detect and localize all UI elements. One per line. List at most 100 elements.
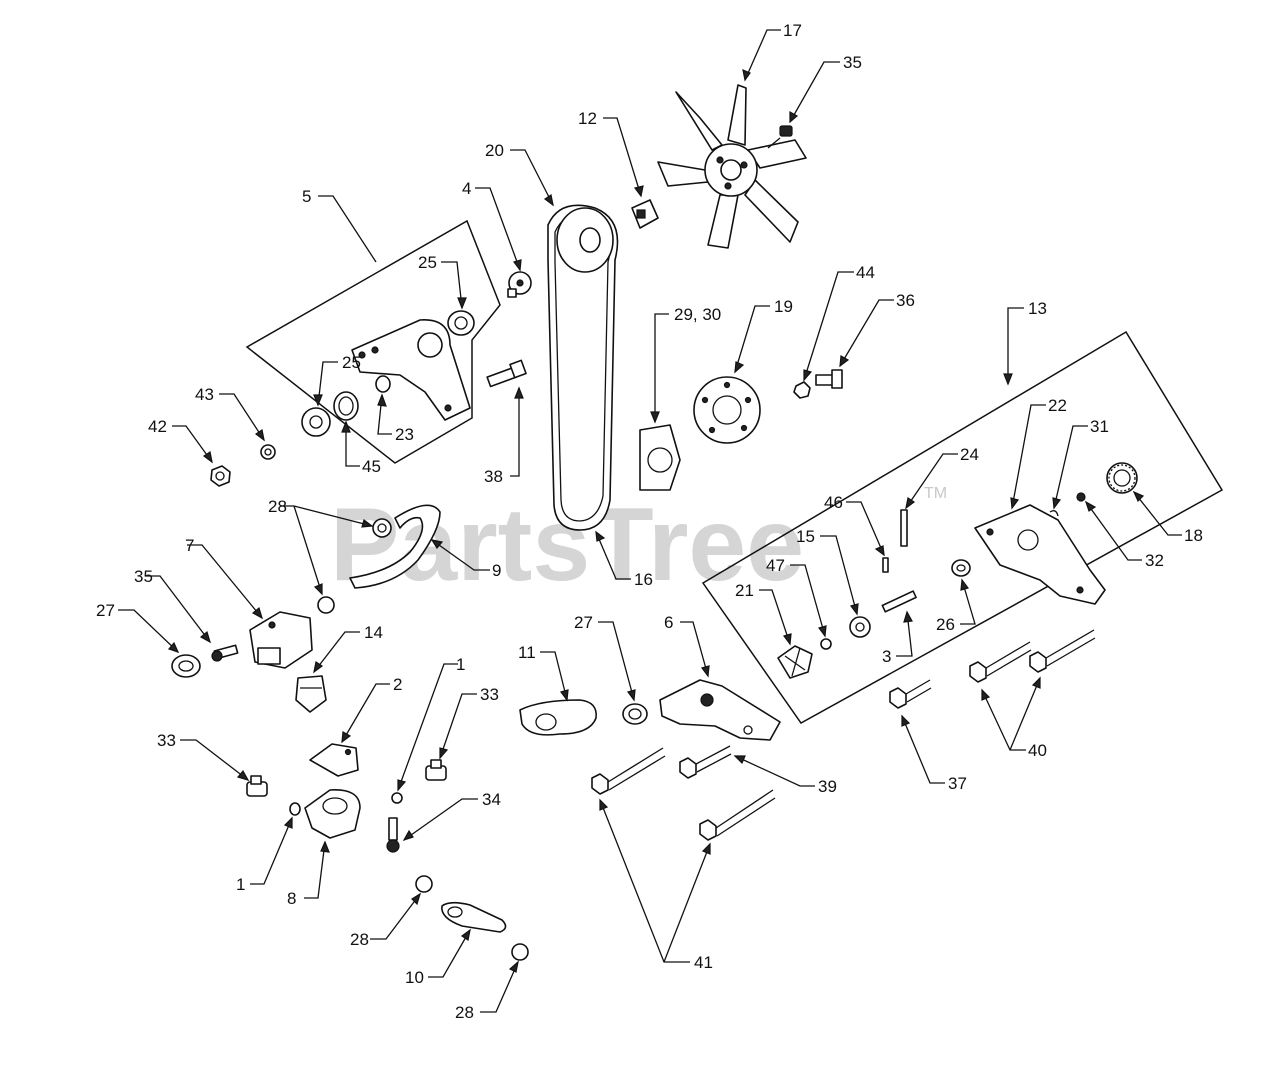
washer-1-right[interactable] [391,792,403,804]
housing-5[interactable] [351,319,471,421]
callout-32[interactable]: 32 [1145,551,1164,570]
clamp-28-upper[interactable] [372,518,392,538]
callout-15[interactable]: 15 [796,527,815,546]
callout-18[interactable]: 18 [1184,526,1203,545]
callout-21[interactable]: 21 [735,581,754,600]
callout-28-lower[interactable]: 28 [350,930,369,949]
callout-17[interactable]: 17 [783,21,802,40]
callout-28-upper[interactable]: 28 [268,497,287,516]
callout-36[interactable]: 36 [896,291,915,310]
callout-22[interactable]: 22 [1048,396,1067,415]
callout-40[interactable]: 40 [1028,741,1047,760]
pin-46[interactable] [882,557,889,573]
callout-5[interactable]: 5 [302,187,311,206]
callout-42[interactable]: 42 [148,417,167,436]
callout-47[interactable]: 47 [766,556,785,575]
callout-6[interactable]: 6 [664,613,673,632]
nut-44[interactable] [793,381,811,399]
bearing-25-upper[interactable] [447,310,475,336]
spacer-26[interactable] [951,559,971,577]
callout-27-mid[interactable]: 27 [574,613,593,632]
callout-33-left[interactable]: 33 [157,731,176,750]
callout-3[interactable]: 3 [882,647,891,666]
gear-18[interactable] [1106,462,1138,494]
callout-46[interactable]: 46 [824,493,843,512]
callout-7[interactable]: 7 [185,536,194,555]
pulley-20[interactable] [556,207,614,273]
callout-9[interactable]: 9 [492,561,501,580]
nut-42[interactable] [210,465,231,487]
bolt-35-top[interactable] [767,125,793,149]
callout-35-top[interactable]: 35 [843,53,862,72]
clamp-27-left[interactable] [171,654,201,678]
clip-12[interactable] [631,199,659,229]
housing-8[interactable] [304,789,361,839]
callout-11[interactable]: 11 [518,643,536,662]
bolt-38[interactable] [486,359,527,388]
callout-4[interactable]: 4 [462,179,471,198]
clamp-27-mid[interactable] [622,703,648,725]
callout-45[interactable]: 45 [362,457,381,476]
bolt-41-lower[interactable] [699,789,776,841]
hub-4[interactable] [507,271,532,298]
callout-19[interactable]: 19 [774,297,793,316]
callout-29-30[interactable]: 29, 30 [674,305,721,324]
callout-20[interactable]: 20 [485,141,504,160]
callout-41[interactable]: 41 [694,953,713,972]
callout-37[interactable]: 37 [948,774,967,793]
pump-body-22[interactable] [974,504,1106,605]
callout-24[interactable]: 24 [960,445,979,464]
bushing-23[interactable] [375,375,391,393]
shaft-3[interactable] [881,590,917,613]
callout-43[interactable]: 43 [195,385,214,404]
callout-12[interactable]: 12 [578,109,597,128]
hose-11[interactable] [519,699,597,736]
clip-31[interactable] [1049,510,1059,517]
callout-1-right[interactable]: 1 [456,655,465,674]
callout-33-right[interactable]: 33 [480,685,499,704]
plate-19[interactable] [693,376,761,444]
callout-14[interactable]: 14 [364,623,383,642]
fan-blade[interactable] [657,84,807,249]
valve-14[interactable] [295,675,327,713]
callout-10[interactable]: 10 [405,968,424,987]
callout-39[interactable]: 39 [818,777,837,796]
gasket-2[interactable] [309,743,359,777]
bolt-39[interactable] [679,745,732,779]
bolt-40-left[interactable] [969,641,1032,683]
hose-9[interactable] [349,504,441,589]
ball-32[interactable] [1076,492,1086,502]
callout-25-lower[interactable]: 25 [342,353,361,372]
bolt-37[interactable] [889,679,932,709]
bolt-34[interactable] [386,817,400,853]
callout-16[interactable]: 16 [634,570,653,589]
fitting-33-left[interactable] [246,775,268,797]
clamp-28-bottom[interactable] [511,943,529,961]
pump-housing-6[interactable] [659,679,781,741]
callout-35-left[interactable]: 35 [134,567,153,586]
clamp-28-mid[interactable] [317,596,335,614]
callout-23[interactable]: 23 [395,425,414,444]
bolt-36[interactable] [815,369,843,389]
bolt-35-left[interactable] [211,644,239,662]
fitting-33-right[interactable] [425,759,447,781]
bolt-41-upper[interactable] [591,747,666,795]
bearing-25-lower[interactable] [301,407,331,437]
hose-10[interactable] [441,901,507,933]
ring-45[interactable] [333,391,359,421]
callout-26[interactable]: 26 [936,615,955,634]
impeller-21[interactable] [777,645,813,679]
clamp-28-lower[interactable] [415,875,433,893]
callout-31[interactable]: 31 [1090,417,1109,436]
callout-13[interactable]: 13 [1028,299,1047,318]
callout-25-upper[interactable]: 25 [418,253,437,272]
callout-38[interactable]: 38 [484,467,503,486]
pin-24[interactable] [900,509,908,547]
callout-8[interactable]: 8 [287,889,296,908]
callout-44[interactable]: 44 [856,263,875,282]
gasket-29-30[interactable] [639,424,681,491]
bracket-7[interactable] [249,611,313,669]
bolt-40-right[interactable] [1029,629,1096,673]
bearing-15[interactable] [849,616,871,638]
callout-28-bottom[interactable]: 28 [455,1003,474,1022]
